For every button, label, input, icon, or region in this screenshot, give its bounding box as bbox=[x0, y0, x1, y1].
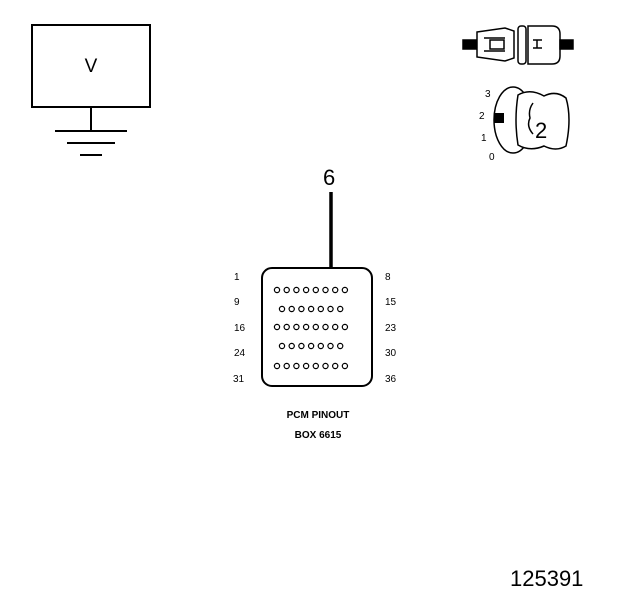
figure-number: 125391 bbox=[510, 566, 584, 591]
pin-hole bbox=[341, 286, 349, 294]
pin-hole bbox=[332, 286, 339, 294]
selector-callout: 2 bbox=[535, 118, 548, 143]
pin-label-left: 16 bbox=[234, 323, 246, 334]
voltmeter-symbol: V bbox=[84, 56, 98, 77]
pin-hole bbox=[283, 286, 290, 294]
pin-hole bbox=[337, 305, 344, 313]
selector-position-1: 1 bbox=[481, 133, 487, 144]
selector-position-2: 2 bbox=[479, 111, 485, 122]
pin-hole bbox=[288, 342, 295, 350]
voltmeter-box: V bbox=[31, 24, 151, 108]
pin-hole bbox=[317, 305, 324, 313]
pin-hole bbox=[327, 342, 334, 350]
selector-knob-icon bbox=[493, 86, 570, 154]
pin-label-right: 8 bbox=[385, 272, 391, 283]
pin-label-right: 23 bbox=[385, 323, 397, 334]
pin-hole bbox=[302, 362, 310, 370]
pin-hole bbox=[302, 323, 310, 331]
caption-title: PCM PINOUT bbox=[286, 410, 350, 421]
pin-hole bbox=[332, 362, 339, 370]
pin-label-right: 36 bbox=[385, 374, 397, 385]
selector-position-3: 3 bbox=[485, 89, 491, 100]
pin-hole bbox=[322, 323, 329, 331]
pin-hole bbox=[293, 286, 300, 294]
connector-plug-icon bbox=[462, 25, 574, 65]
pin-label-right: 30 bbox=[385, 348, 397, 359]
pointer-callout: 6 bbox=[323, 165, 336, 190]
pin-hole bbox=[298, 342, 305, 350]
pin-hole bbox=[322, 362, 329, 370]
pin-hole bbox=[293, 323, 300, 331]
pin-hole bbox=[312, 286, 319, 294]
pin-hole bbox=[312, 362, 319, 370]
pin-hole bbox=[293, 362, 300, 370]
pin-hole bbox=[337, 342, 344, 350]
pin-hole bbox=[278, 342, 286, 350]
pin-label-left: 24 bbox=[234, 348, 246, 359]
pin-hole bbox=[332, 323, 339, 331]
ground-symbol bbox=[55, 108, 127, 156]
pin-hole bbox=[273, 362, 281, 370]
pin-hole bbox=[341, 362, 349, 370]
pin-hole bbox=[307, 305, 315, 313]
pin-hole bbox=[322, 286, 329, 294]
pin-hole bbox=[273, 286, 281, 294]
pin-hole bbox=[288, 305, 295, 313]
pin-hole bbox=[312, 323, 319, 331]
pin-label-left: 31 bbox=[233, 374, 245, 385]
pin-label-left: 1 bbox=[234, 272, 240, 283]
pin-grid bbox=[273, 286, 349, 370]
pin-hole bbox=[341, 323, 349, 331]
pin-label-left: 9 bbox=[234, 297, 240, 308]
selector-position-0: 0 bbox=[489, 152, 495, 163]
caption-subtitle: BOX 6615 bbox=[294, 430, 342, 441]
pin-label-right: 15 bbox=[385, 297, 397, 308]
pin-hole bbox=[283, 362, 290, 370]
pin-hole bbox=[327, 305, 334, 313]
pin-hole bbox=[317, 342, 324, 350]
pin-hole bbox=[298, 305, 305, 313]
pin-hole bbox=[307, 342, 315, 350]
pin-hole bbox=[302, 286, 310, 294]
pin-hole bbox=[273, 323, 281, 331]
pin-hole bbox=[283, 323, 290, 331]
pin-hole bbox=[278, 305, 286, 313]
